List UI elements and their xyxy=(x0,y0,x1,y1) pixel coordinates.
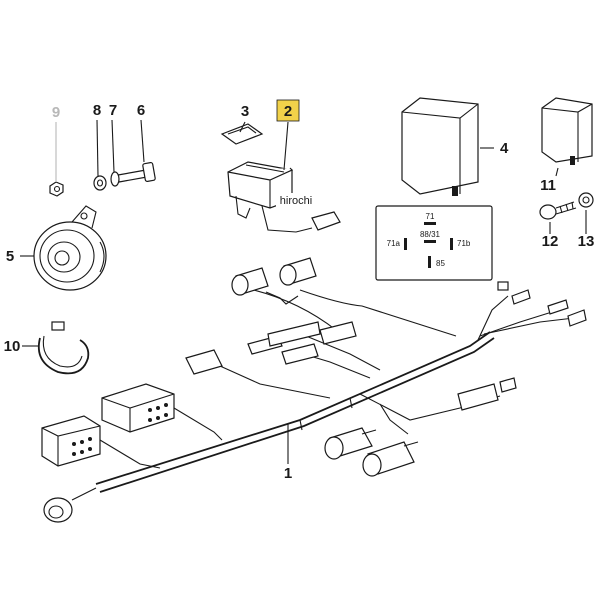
highlight-box xyxy=(276,99,300,122)
callout-8[interactable]: 8 xyxy=(93,102,101,119)
leader-lines xyxy=(20,119,587,464)
pin-label-center: 88/31 xyxy=(420,230,441,239)
callout-numbers: 9 8 7 6 3 2 4 11 12 13 5 10 1 xyxy=(4,102,595,482)
callout-1[interactable]: 1 xyxy=(284,465,292,482)
clamp xyxy=(37,321,90,375)
pin-label-left: 71a xyxy=(387,239,401,248)
callout-6[interactable]: 6 xyxy=(137,102,145,119)
watermark-text: hirochi xyxy=(280,195,312,207)
relay-large xyxy=(401,97,479,196)
fastener-set xyxy=(49,161,156,197)
callout-9[interactable]: 9 xyxy=(52,104,60,121)
relay-small xyxy=(541,97,593,165)
callout-2[interactable]: 2 xyxy=(284,103,292,120)
callout-7[interactable]: 7 xyxy=(109,102,117,119)
callout-13[interactable]: 13 xyxy=(578,233,595,250)
callout-5[interactable]: 5 xyxy=(6,248,14,265)
callout-4[interactable]: 4 xyxy=(500,140,509,157)
screw xyxy=(539,201,577,220)
relay-pin-labels: 71 88/31 71a 71b 85 xyxy=(387,212,471,268)
relay-socket xyxy=(220,123,341,233)
callout-11[interactable]: 11 xyxy=(540,177,556,194)
callout-12[interactable]: 12 xyxy=(542,233,559,250)
wiring-harness xyxy=(41,257,587,523)
pin-label-right: 71b xyxy=(457,239,471,248)
callout-10[interactable]: 10 xyxy=(4,338,21,355)
callout-3[interactable]: 3 xyxy=(241,103,249,120)
nut xyxy=(578,192,594,208)
relay-pin-diagram xyxy=(375,205,493,281)
pin-label-bottom: 85 xyxy=(436,259,445,268)
horn xyxy=(33,205,107,291)
pin-label-top: 71 xyxy=(426,212,435,221)
